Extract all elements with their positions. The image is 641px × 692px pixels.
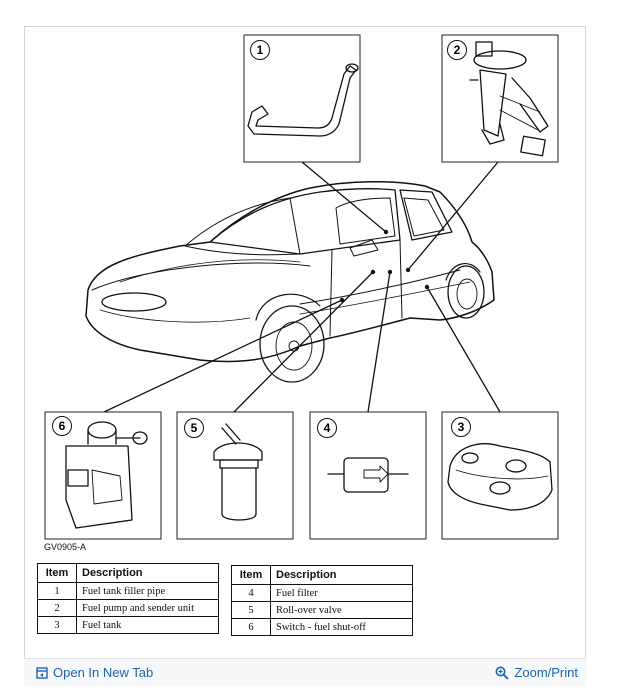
leader-line-3	[427, 287, 500, 412]
magnifier-plus-icon	[495, 666, 509, 680]
legend-table-right: Item Description 4 Fuel filter 5 Roll-ov…	[231, 565, 413, 636]
item-description: Fuel tank	[77, 617, 219, 634]
item-number: 3	[38, 617, 77, 634]
table-row: 3 Fuel tank	[38, 617, 219, 634]
column-header-item: Item	[38, 564, 77, 583]
leader-line-2	[408, 162, 498, 270]
item-description: Fuel pump and sender unit	[77, 600, 219, 617]
table-row: 2 Fuel pump and sender unit	[38, 600, 219, 617]
leader-line-1	[302, 162, 386, 232]
item-description: Fuel filter	[271, 585, 413, 602]
item-description: Roll-over valve	[271, 602, 413, 619]
figure-code: GV0905-A	[44, 542, 86, 552]
open-in-new-tab-label: Open In New Tab	[53, 665, 153, 680]
item-number: 5	[232, 602, 271, 619]
column-header-description: Description	[77, 564, 219, 583]
item-number: 2	[38, 600, 77, 617]
leader-line-6	[104, 300, 342, 412]
column-header-item: Item	[232, 566, 271, 585]
item-number: 4	[232, 585, 271, 602]
leader-line-4	[368, 272, 390, 412]
callout-number-2: 2	[447, 40, 467, 60]
item-description: Fuel tank filler pipe	[77, 583, 219, 600]
zoom-print-link[interactable]: Zoom/Print	[495, 665, 578, 680]
open-in-new-tab-link[interactable]: Open In New Tab	[36, 665, 153, 680]
car-illustration	[86, 182, 494, 382]
leader-line-5	[234, 272, 373, 412]
table-row: 4 Fuel filter	[232, 585, 413, 602]
callout-number-3: 3	[451, 417, 471, 437]
callout-number-5: 5	[184, 418, 204, 438]
column-header-description: Description	[271, 566, 413, 585]
callout-number-1: 1	[250, 40, 270, 60]
item-description: Switch - fuel shut-off	[271, 619, 413, 636]
legend-table-left: Item Description 1 Fuel tank filler pipe…	[37, 563, 219, 634]
item-number: 6	[232, 619, 271, 636]
table-row: 5 Roll-over valve	[232, 602, 413, 619]
callout-number-4: 4	[317, 418, 337, 438]
callout-number-6: 6	[52, 416, 72, 436]
table-row: 6 Switch - fuel shut-off	[232, 619, 413, 636]
item-number: 1	[38, 583, 77, 600]
fuel-system-diagram	[0, 0, 641, 560]
open-new-tab-icon	[36, 667, 48, 679]
table-row: 1 Fuel tank filler pipe	[38, 583, 219, 600]
zoom-print-label: Zoom/Print	[514, 665, 578, 680]
image-footer: Open In New Tab Zoom/Print	[24, 658, 586, 686]
